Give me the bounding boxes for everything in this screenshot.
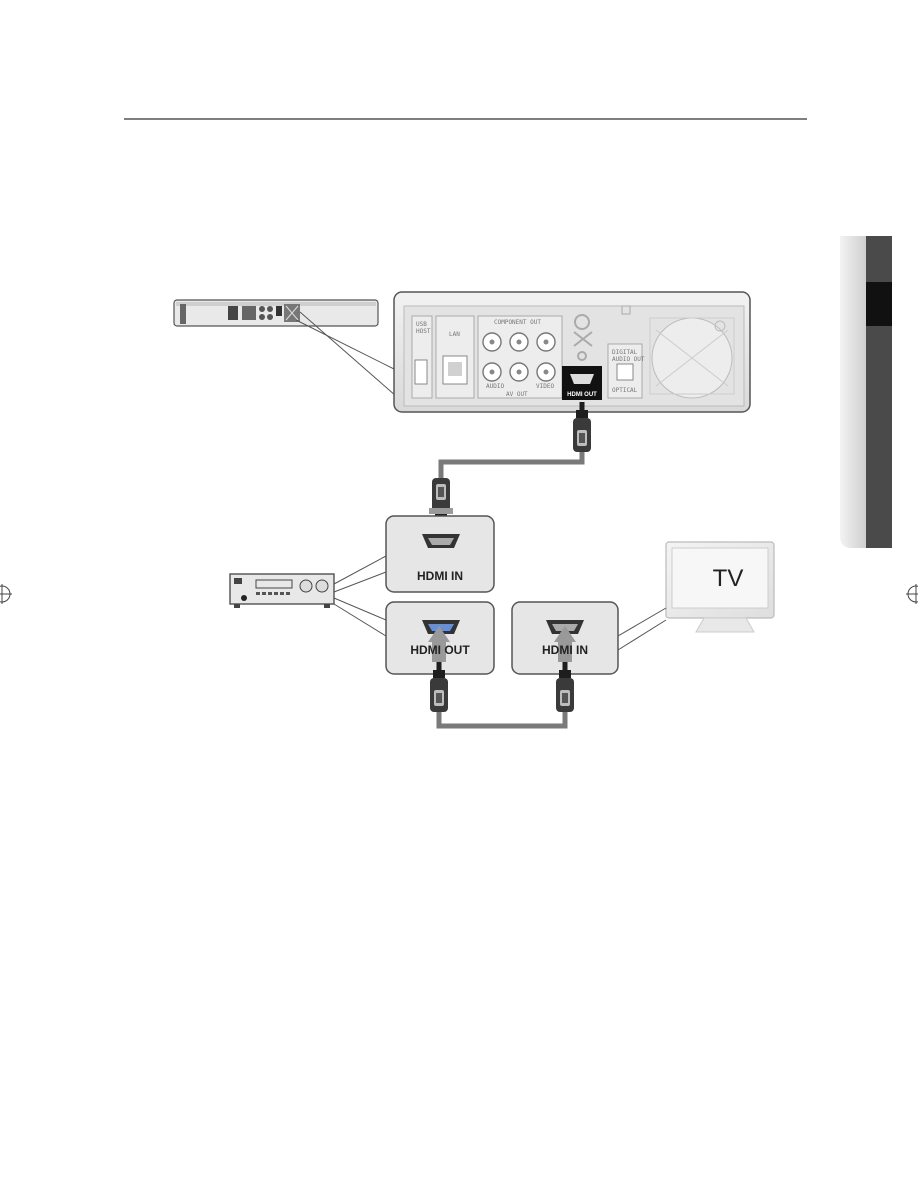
av-receiver-device — [229, 573, 335, 608]
chapter-side-tab — [840, 236, 892, 548]
callout-line — [617, 619, 667, 651]
receiver-hdmi-in-panel: HDMI IN — [385, 515, 495, 593]
tv-screen-text: TV — [713, 565, 744, 592]
tv-hdmi-in-panel: HDMI IN — [511, 601, 619, 675]
callout-line — [295, 319, 397, 371]
registration-mark-right — [906, 584, 918, 604]
callout-line — [333, 571, 387, 593]
tv-hdmi-in-label: HDMI IN — [542, 643, 588, 657]
audio-label: AUDIO — [486, 383, 504, 390]
tv-device: TV — [665, 541, 775, 633]
player-device — [173, 299, 379, 327]
hdmi-out-label-player: HDMI OUT — [567, 392, 597, 398]
av-out-label: AV OUT — [506, 391, 528, 398]
component-out-label: COMPONENT OUT — [494, 319, 541, 326]
optical-label: OPTICAL — [612, 387, 638, 394]
receiver-hdmi-in-label: HDMI IN — [417, 569, 463, 583]
receiver-hdmi-out-panel: HDMI OUT — [385, 601, 495, 675]
callout-line — [333, 597, 387, 621]
video-label: VIDEO — [536, 383, 554, 390]
receiver-hdmi-out-label: HDMI OUT — [410, 643, 470, 657]
callout-line — [333, 603, 387, 637]
callout-line — [333, 555, 387, 585]
registration-mark-left — [0, 584, 12, 604]
callout-line — [617, 607, 667, 637]
hdmi-cable-receiver-to-tv — [430, 662, 574, 729]
lan-label: LAN — [449, 331, 460, 338]
callout-line — [299, 311, 397, 397]
hdmi-cable-player-to-receiver — [429, 402, 591, 528]
